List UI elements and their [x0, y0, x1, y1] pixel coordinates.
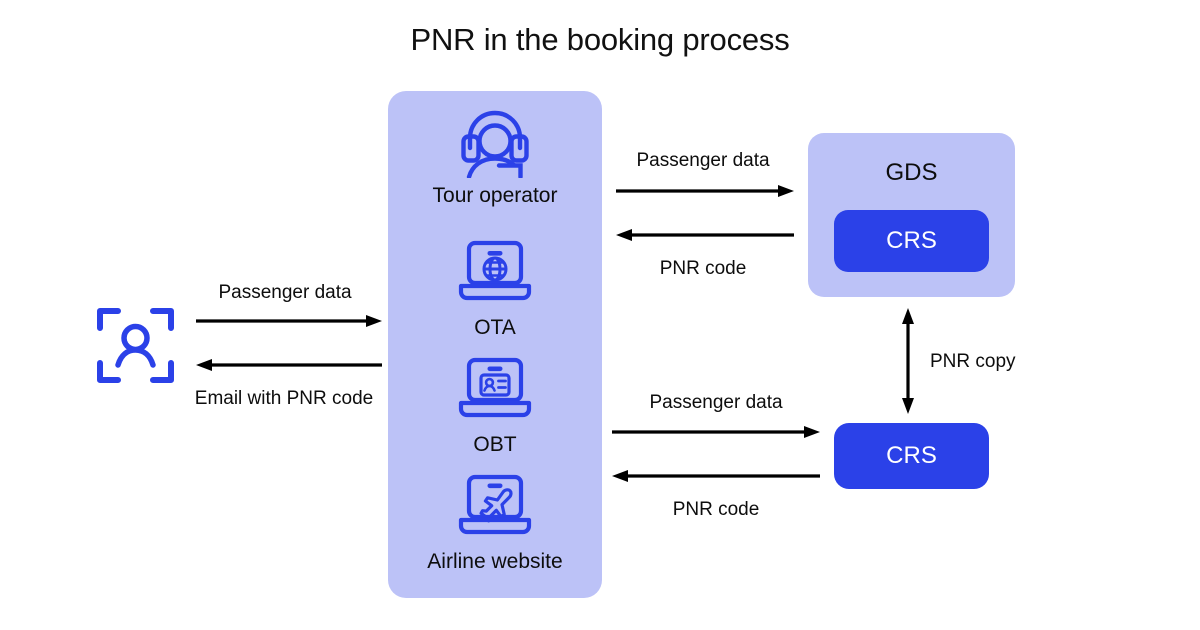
arrow-gds-to-channels: [616, 229, 794, 241]
arrow-channels-to-gds: [616, 185, 794, 197]
laptop-globe-icon: [388, 240, 602, 312]
arrow-channels-to-traveler: [196, 359, 382, 371]
page-title: PNR in the booking process: [410, 22, 790, 57]
channel-item-tour-operator[interactable]: Tour operator: [388, 108, 602, 208]
headset-support-agent-icon: [388, 108, 602, 180]
arrow-crs-to-channels: [612, 470, 820, 482]
channel-item-ota[interactable]: OTA: [388, 240, 602, 340]
channel-label: OTA: [474, 316, 516, 339]
channel-label: Tour operator: [432, 184, 558, 207]
arrow-gds-crs-bidirectional: [902, 308, 914, 414]
channel-label: OBT: [473, 433, 517, 456]
flow-label-email-with-pnr-code: Email with PNR code: [194, 388, 374, 409]
gds-label: GDS: [885, 159, 938, 186]
crs-label: CRS: [886, 442, 937, 469]
gds-box[interactable]: GDS CRS: [808, 133, 1015, 297]
person-scan-frame-icon: [97, 305, 174, 386]
gds-inner-crs-label: CRS: [886, 227, 937, 254]
channel-item-airline-website[interactable]: Airline website: [388, 474, 602, 574]
flow-label-passenger-data-left: Passenger data: [218, 282, 352, 303]
flow-label-pnr-code-from-crs: PNR code: [672, 499, 760, 520]
arrow-channels-to-crs: [612, 426, 820, 438]
flow-label-passenger-data-to-gds: Passenger data: [636, 150, 770, 171]
crs-box[interactable]: CRS: [834, 423, 989, 489]
flow-label-pnr-code-from-gds: PNR code: [659, 258, 747, 279]
channel-label: Airline website: [427, 550, 563, 573]
flow-label-pnr-copy: PNR copy: [930, 351, 1016, 372]
flow-label-passenger-data-to-crs: Passenger data: [649, 392, 783, 413]
arrow-traveler-to-channels: [196, 315, 382, 327]
gds-inner-crs-box[interactable]: CRS: [834, 210, 989, 272]
laptop-id-badge-icon: [388, 357, 602, 429]
laptop-airplane-icon: [388, 474, 602, 546]
channel-item-obt[interactable]: OBT: [388, 357, 602, 457]
